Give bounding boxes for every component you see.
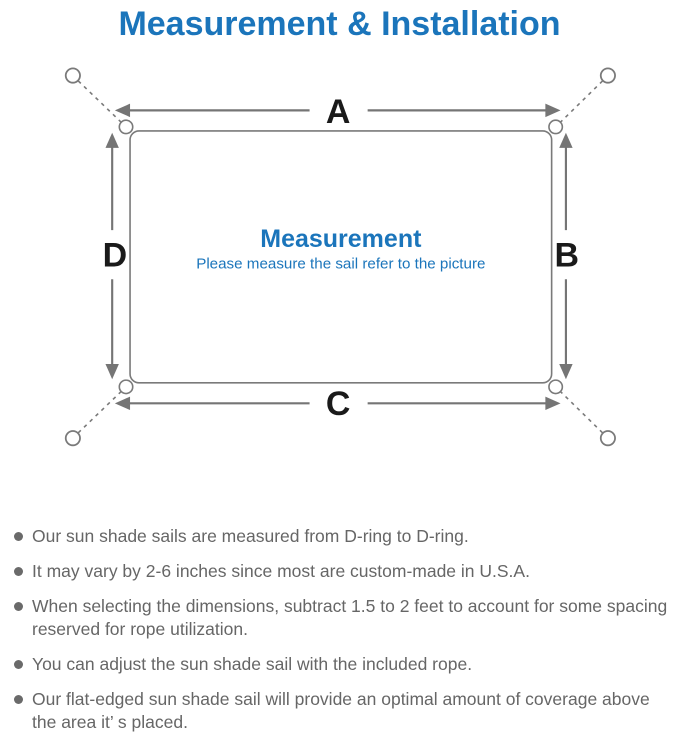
- dimension-b: B: [555, 132, 580, 380]
- page-title: Measurement & Installation: [118, 5, 561, 43]
- dimension-a: A: [114, 93, 561, 131]
- sail-outline: [129, 130, 553, 384]
- page-header: Measurement & Installation: [0, 0, 679, 55]
- d-ring-top-right: [548, 119, 564, 135]
- dimension-label-a: A: [326, 93, 351, 131]
- bullet-text: Our flat-edged sun shade sail will provi…: [32, 689, 650, 732]
- bullet-text: When selecting the dimensions, subtract …: [32, 596, 668, 639]
- bullet-icon: [14, 532, 23, 541]
- dimension-c: C: [114, 385, 561, 423]
- list-item: You can adjust the sun shade sail with t…: [14, 653, 669, 676]
- bullet-icon: [14, 602, 23, 611]
- notes-list: Our sun shade sails are measured from D-…: [0, 515, 679, 734]
- measurement-diagram-svg: A C D B Measurement Pl: [64, 67, 616, 447]
- anchor-ring-top-left: [64, 67, 81, 84]
- d-ring-bottom-left: [118, 379, 134, 395]
- bullet-icon: [14, 695, 23, 704]
- arrowhead-d-bottom: [105, 364, 119, 380]
- arrowhead-c-left: [114, 396, 131, 411]
- tether-line-bottom-left: [77, 386, 127, 434]
- diagram-caption: Measurement Please measure the sail refe…: [196, 225, 485, 272]
- bullet-icon: [14, 660, 23, 669]
- bullet-icon: [14, 567, 23, 576]
- dimension-label-d: D: [103, 237, 128, 275]
- dimension-label-b: B: [555, 237, 580, 275]
- arrowhead-c-right: [545, 396, 561, 411]
- bullet-text: It may vary by 2-6 inches since most are…: [32, 561, 530, 581]
- list-item: Our flat-edged sun shade sail will provi…: [14, 688, 669, 734]
- tether-line-bottom-right: [555, 386, 604, 434]
- d-ring-bottom-right: [548, 379, 564, 395]
- anchor-ring-top-right: [599, 67, 616, 84]
- arrowhead-b-top: [559, 132, 573, 148]
- anchor-ring-bottom-right: [599, 430, 616, 447]
- bullet-text: Our sun shade sails are measured from D-…: [32, 526, 469, 546]
- tether-line-top-right: [555, 80, 604, 128]
- list-item: It may vary by 2-6 inches since most are…: [14, 560, 669, 583]
- anchor-ring-bottom-left: [64, 430, 81, 447]
- tether-line-top-left: [77, 80, 127, 128]
- diagram-caption-subtitle: Please measure the sail refer to the pic…: [196, 255, 485, 272]
- list-item: When selecting the dimensions, subtract …: [14, 595, 669, 641]
- d-ring-top-left: [118, 119, 134, 135]
- dimension-d: D: [103, 132, 128, 380]
- arrowhead-a-right: [545, 103, 561, 118]
- dimension-label-c: C: [326, 385, 351, 423]
- diagram-caption-title: Measurement: [260, 225, 422, 253]
- measurement-diagram: A C D B Measurement Pl: [0, 55, 679, 515]
- arrowhead-b-bottom: [559, 364, 573, 380]
- arrowhead-d-top: [105, 132, 119, 148]
- arrowhead-a-left: [114, 103, 131, 118]
- bullet-text: You can adjust the sun shade sail with t…: [32, 654, 473, 674]
- list-item: Our sun shade sails are measured from D-…: [14, 525, 669, 548]
